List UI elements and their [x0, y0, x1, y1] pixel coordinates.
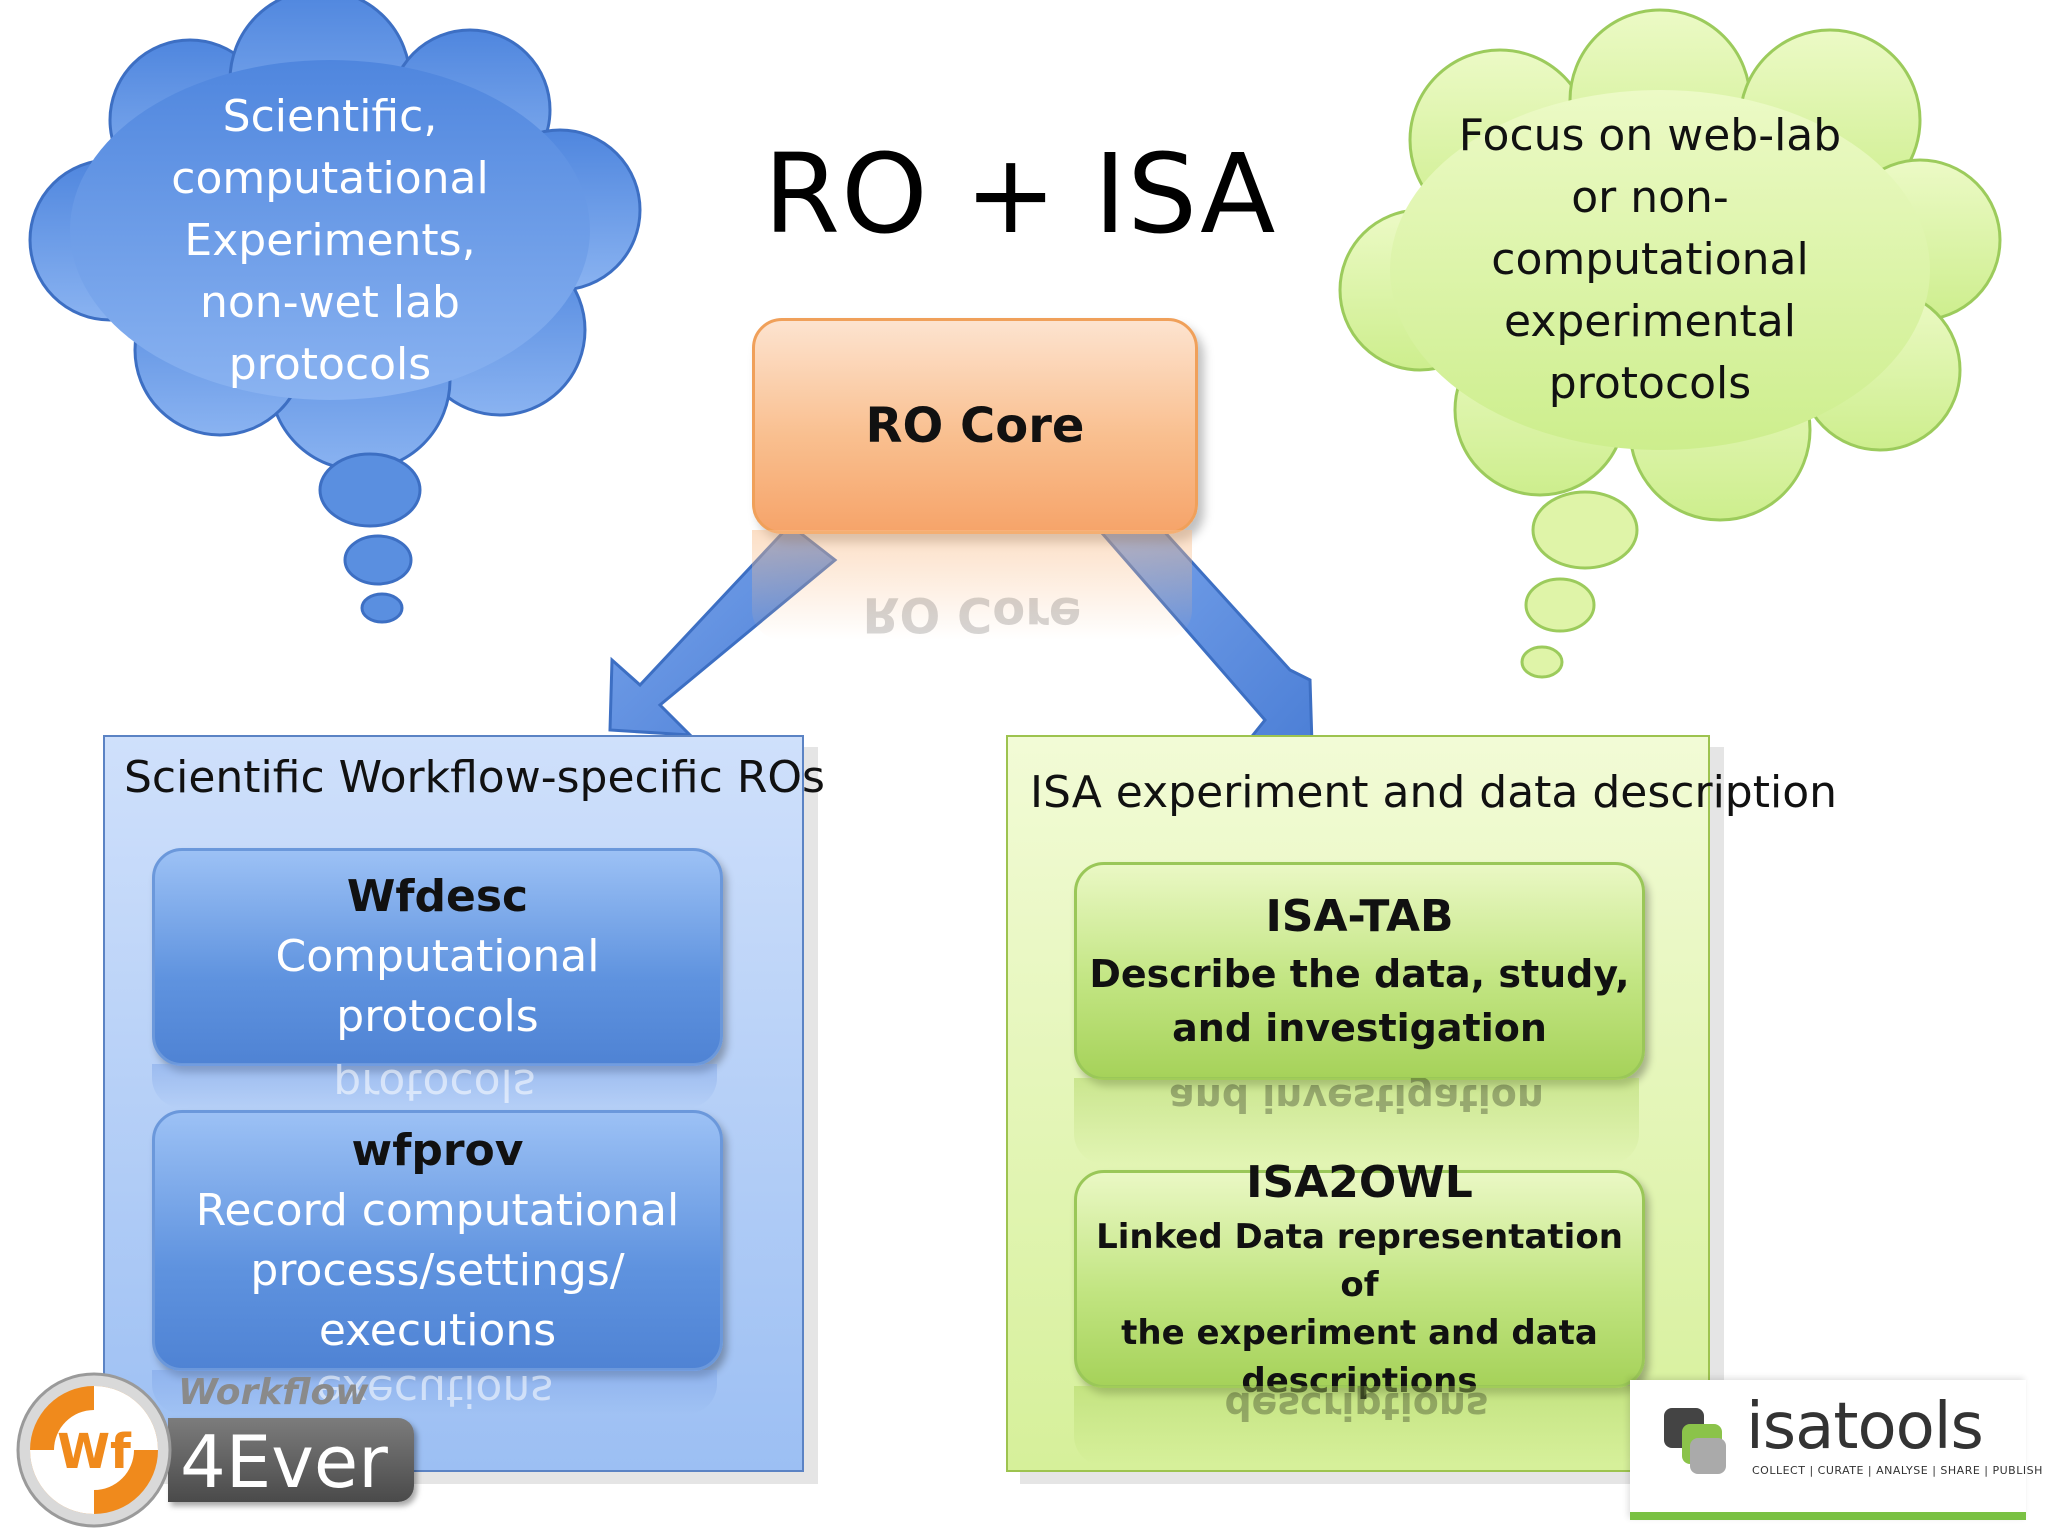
wfdesc-reflection: protocols — [152, 1064, 717, 1108]
ro-core-box: RO Core — [752, 318, 1198, 534]
wfdesc-reflection-text: protocols — [333, 1064, 536, 1108]
isa2owl-reflection-text: descriptions — [1224, 1386, 1489, 1428]
wfprov-title: wfprov — [351, 1124, 524, 1176]
isa-panel-title: ISA experiment and data description — [1030, 767, 1838, 818]
thought-bubble-dot — [1531, 490, 1639, 570]
workflow4ever-logo-bar — [168, 1418, 414, 1502]
ro-core-reflection: RO Core — [752, 530, 1192, 642]
isa-tab-reflection: and investigation — [1074, 1078, 1639, 1164]
workflow4ever-logo-icon: Wf — [16, 1372, 172, 1528]
thought-bubble-dot — [1524, 577, 1596, 633]
wfprov-box: wfprov Record computational process/sett… — [152, 1110, 723, 1371]
workflow-ros-panel-title: Scientific Workflow-specific ROs — [124, 752, 825, 803]
isa2owl-reflection: descriptions — [1074, 1386, 1639, 1466]
thought-bubble-dot — [343, 534, 413, 586]
thought-cloud-right — [1338, 8, 2002, 679]
isa-tab-reflection-text: and investigation — [1169, 1078, 1544, 1120]
thought-cloud-left — [28, 0, 642, 624]
ro-core-reflection-label: RO Core — [862, 586, 1082, 642]
workflow4ever-logo-badge: Wf — [57, 1424, 132, 1480]
cloud-right-text: Focus on web-lab or non- computational e… — [1458, 110, 1842, 409]
wfdesc-description: Computational protocols — [275, 931, 600, 1042]
isatools-logo-word: isatools — [1746, 1390, 1984, 1464]
page-title: RO + ISA — [763, 130, 1277, 258]
thought-bubble-dot — [318, 452, 422, 528]
isa-tab-box: ISA-TAB Describe the data, study, and in… — [1074, 862, 1645, 1080]
wfdesc-box: Wfdesc Computational protocols — [152, 848, 723, 1066]
isa2owl-description: Linked Data representation of the experi… — [1096, 1217, 1623, 1401]
wfprov-description: Record computational process/settings/ e… — [195, 1184, 680, 1356]
wfdesc-title: Wfdesc — [346, 871, 529, 922]
workflow4ever-logo-4ever: 4Ever — [180, 1420, 388, 1504]
thought-bubble-dot — [360, 592, 404, 624]
isa-tab-title: ISA-TAB — [1265, 891, 1454, 942]
workflow4ever-logo-word: Workflow — [178, 1372, 369, 1413]
thought-bubble-dot — [1520, 645, 1564, 679]
isa-tab-description: Describe the data, study, and investigat… — [1089, 952, 1630, 1050]
isatools-logo-icon — [1664, 1408, 1726, 1474]
isa2owl-title: ISA2OWL — [1246, 1157, 1473, 1208]
isatools-logo-tagline: COLLECT | CURATE | ANALYSE | SHARE | PUB… — [1752, 1464, 2043, 1477]
ro-core-label: RO Core — [865, 398, 1085, 454]
isa2owl-box: ISA2OWL Linked Data representation of th… — [1074, 1157, 1645, 1401]
cloud-left-text: Scientific, computational Experiments, n… — [171, 91, 489, 390]
wfprov-reflection: executions — [152, 1370, 717, 1414]
